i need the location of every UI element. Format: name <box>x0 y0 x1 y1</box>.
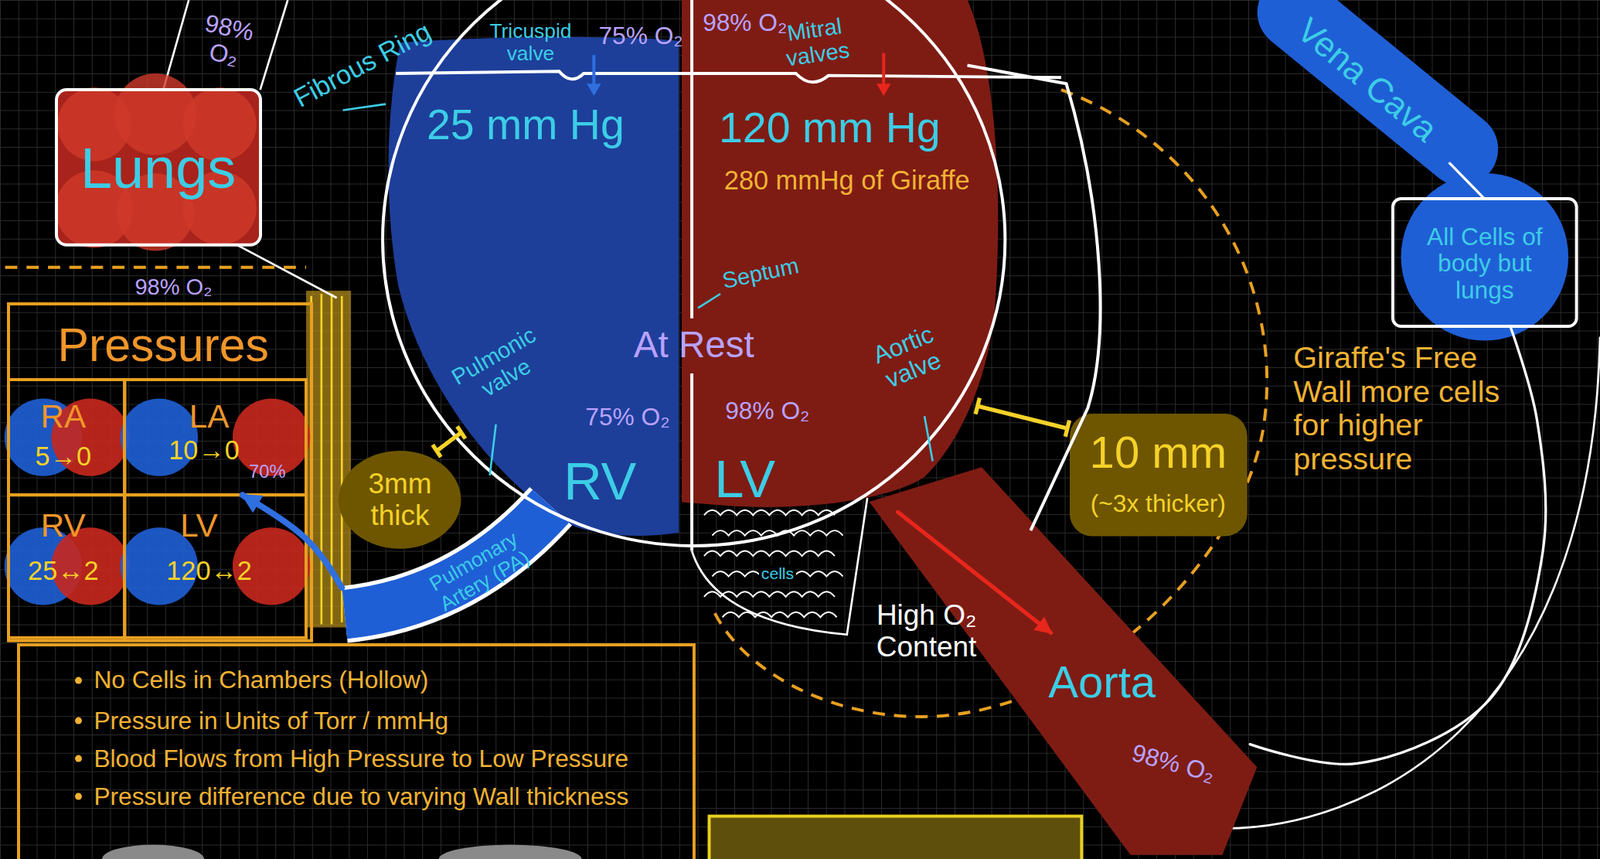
table-outline <box>8 303 312 641</box>
vena-cava: Vena Cava <box>1280 0 1480 164</box>
body-cells-blob <box>1401 173 1570 341</box>
node-text: (~3x thicker) <box>1090 489 1226 517</box>
leader-lines <box>343 104 933 476</box>
pressure-cell: LV 120↔2 <box>124 494 307 638</box>
state-label: At Rest <box>633 324 755 365</box>
node-text: Pressure in Units of Torr / mmHg <box>93 707 449 735</box>
node-text: No Cells in Chambers (Hollow) <box>93 666 429 694</box>
circulation-line <box>1249 326 1546 764</box>
node-text: RV <box>563 452 637 511</box>
part-label: cells <box>759 564 797 583</box>
cells-outline <box>691 497 868 635</box>
cloud-shape <box>102 844 205 859</box>
pressure-cell-shape <box>8 379 125 495</box>
node-text: Pressure difference due to varying Wall … <box>93 782 629 810</box>
tricuspid-flow-arrow <box>592 54 596 86</box>
node-text: 25↔2 <box>27 556 99 586</box>
dimension-marker <box>432 426 466 458</box>
node-text: LV <box>180 507 218 544</box>
cell-scales <box>704 510 844 618</box>
node-text: 5→0 <box>35 442 92 473</box>
heart-outline <box>382 0 1005 546</box>
oxygen-saturation: 98% O₂ <box>702 9 787 37</box>
node-text: Lungs <box>80 136 236 200</box>
node-text: 98% O₂ <box>725 396 810 424</box>
node-text: 280 mmHg of Giraffe <box>724 166 971 196</box>
oxygen-saturation: 98% O₂ <box>190 7 263 74</box>
oxygen-saturation: 75% O₂ <box>598 22 683 50</box>
node-text: 75% O₂ <box>585 402 670 430</box>
table-cell-outline <box>124 379 307 495</box>
node-text: 3mm thick <box>348 468 451 532</box>
dimension-marker <box>975 398 1069 437</box>
part-label: Aortic valve <box>855 314 961 399</box>
lungs-fill <box>56 89 261 246</box>
node-text: 98% O₂ <box>1129 739 1218 788</box>
arrow-head <box>586 83 601 96</box>
notes-outline <box>18 644 695 859</box>
aorta: Aorta 98% O₂ <box>918 632 1250 831</box>
table-cell-outline <box>8 494 125 638</box>
node-text: 120↔2 <box>166 556 252 586</box>
node-text: 10 mm <box>1089 427 1228 477</box>
blood-flow-arrow <box>242 494 342 588</box>
part-label: Septum <box>719 253 801 294</box>
node-text: Blood Flows from High Pressure to Low Pr… <box>93 744 629 772</box>
part-label: Fibrous Ring <box>289 17 436 114</box>
body-cells-box: All Cells of body but lungs <box>1392 198 1577 327</box>
part-label: Pulmonic valve <box>443 320 557 415</box>
dashed-outline <box>5 265 307 269</box>
node-text: Pulmonary Artery (PA) <box>401 514 558 630</box>
wall-thickness-callout: 10 mm (~3x thicker) <box>1069 413 1248 536</box>
cut-off-box <box>709 816 1083 859</box>
left-ventricle: 120 mm Hg 280 mmHg of Giraffe 98% O₂ LV <box>681 0 995 512</box>
outer-wall-line <box>967 64 1101 531</box>
notes-box: No Cells in Chambers (Hollow) Pressure in… <box>18 644 695 859</box>
table-cell-outline <box>8 379 125 495</box>
lungs-box: Lungs <box>56 89 261 246</box>
node-text: LV <box>714 450 776 510</box>
giraffe-wall-outline <box>714 89 1267 717</box>
right-ventricle: 25 mm Hg 75% O₂ RV <box>388 38 679 539</box>
left-ventricle-shape <box>681 0 995 512</box>
arrow-head <box>876 83 891 96</box>
node-text: Pressures <box>57 319 269 372</box>
node-text: Vena Cava <box>1290 10 1445 149</box>
callout-blob <box>1069 413 1248 536</box>
left-ventricle-fill <box>681 0 998 508</box>
cloud-shape <box>439 844 583 859</box>
body-cells-outline <box>1392 198 1577 327</box>
circulation-line <box>1450 163 1485 199</box>
table-cell-outline <box>124 494 307 638</box>
node-text: RV <box>40 507 86 544</box>
edge-label: High O₂ Content <box>850 599 1004 663</box>
mitral-flow-arrow <box>881 53 886 86</box>
pressure-cell: RV 25↔2 <box>8 494 125 638</box>
node-text: 120 mm Hg <box>718 104 941 152</box>
fibrous-ring-line <box>395 71 1062 82</box>
septum-line <box>690 0 694 552</box>
node-text: All Cells of body but lungs <box>1408 222 1562 304</box>
oxygen-saturation: 98% O₂ <box>134 275 212 300</box>
note-text: Giraffe's Free Wall more cells for highe… <box>1293 340 1503 476</box>
node-text: Aorta <box>1048 657 1156 707</box>
hatched-bar <box>306 290 351 627</box>
wall-thickness-callout: 3mm thick <box>341 453 460 546</box>
node-text: RA <box>40 398 86 434</box>
callout-blob <box>338 450 461 549</box>
part-label: Tricuspid valve <box>474 20 587 65</box>
node-text: 10→0 <box>168 436 240 467</box>
node-text: LA <box>189 398 230 434</box>
oxygen-saturation: 70% <box>248 461 286 482</box>
right-ventricle-fill <box>388 37 679 536</box>
pressure-cell: RA 5→0 <box>8 379 125 495</box>
node-text: 25 mm Hg <box>426 101 625 149</box>
lungs-outline <box>56 89 261 246</box>
